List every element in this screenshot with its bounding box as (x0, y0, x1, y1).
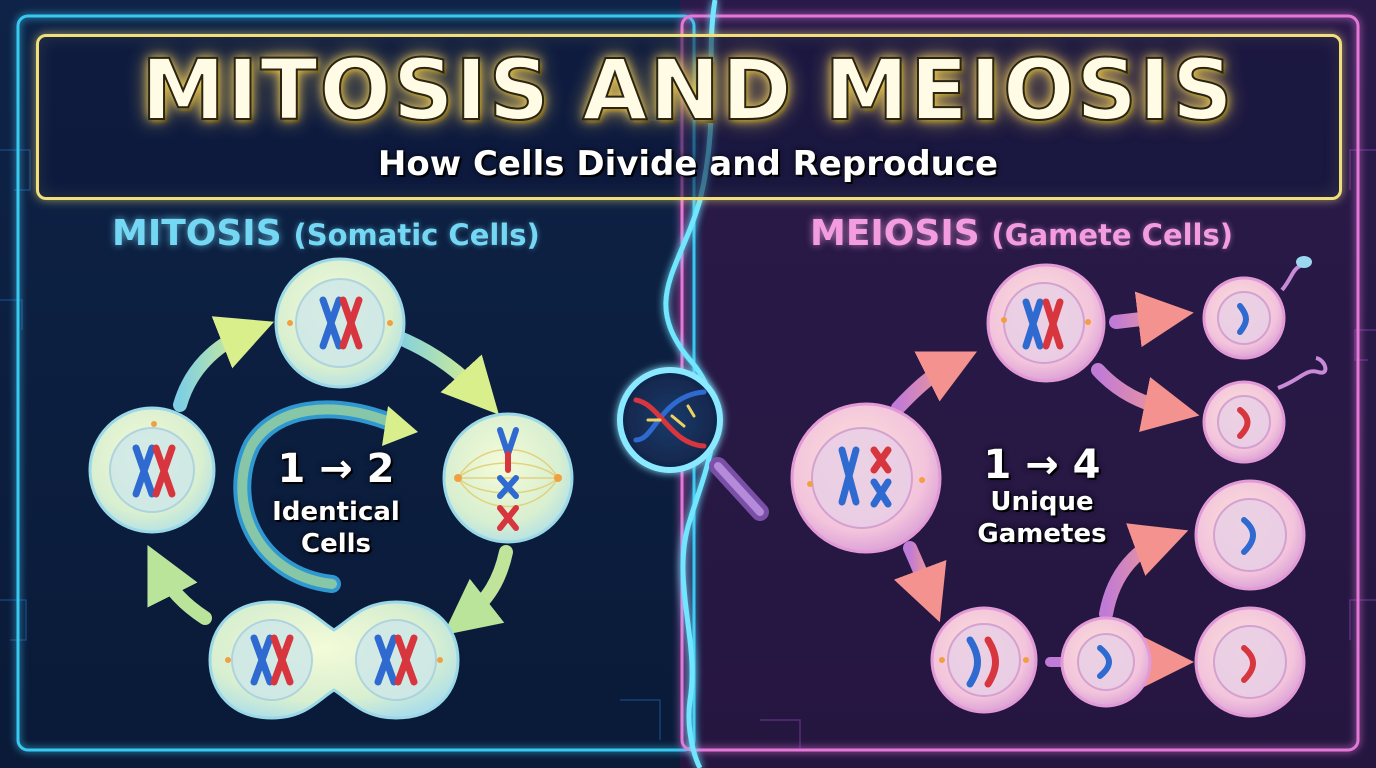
gamete-3 (1194, 479, 1306, 591)
cycle-arrow-4 (147, 544, 212, 625)
meiosis-arrow-gamete-1 (1109, 291, 1194, 348)
meiosis-ratio-label: 1 → 4 (983, 442, 1101, 488)
mitosis-ratio-label: 1 → 2 (277, 446, 395, 492)
cycle-arrow-2 (388, 329, 499, 415)
mitosis-result-line2: Cells (300, 529, 371, 559)
mitosis-cell-top (274, 257, 406, 389)
mitosis-result-line1: Identical (272, 497, 400, 527)
gamete-4 (1194, 606, 1306, 718)
meiosis-heading-main: MEIOSIS (810, 213, 980, 254)
meiosis-cell-top (986, 263, 1106, 383)
mitosis-cycle-arrows (147, 316, 513, 636)
mitosis-heading: MITOSIS (Somatic Cells) (112, 212, 540, 257)
meiosis-arrow-gamete-3 (1099, 523, 1189, 621)
meiosis-arrows (891, 291, 1200, 690)
mitosis-cell-right (442, 412, 574, 544)
meiosis-result-line1: Unique (990, 487, 1094, 517)
meiosis-result-line2: Gametes (977, 519, 1107, 549)
mitosis-result-label: Identical Cells (246, 496, 426, 560)
mitosis-heading-sub: (Somatic Cells) (293, 218, 540, 252)
chromosome-blue (319, 296, 343, 350)
meiosis-heading-sub: (Gamete Cells) (991, 218, 1234, 252)
gamete-1 (1202, 256, 1312, 360)
mitosis-cell-dividing (208, 600, 460, 720)
meiosis-cell-bottom-left (930, 606, 1038, 714)
meiosis-arrow-gamete-2 (1091, 363, 1200, 432)
circuit-pattern-right (760, 149, 1376, 748)
meiosis-result-label: Unique Gametes (942, 486, 1142, 550)
mitosis-cell-left (88, 406, 216, 534)
title-banner (36, 34, 1342, 200)
meiosis-arrow-down (893, 541, 947, 623)
page-subtitle: How Cells Divide and Reproduce (377, 144, 999, 184)
dna-helix-icon (633, 389, 707, 449)
meiosis-arrow-up (891, 351, 978, 415)
magnifying-glass-icon (617, 367, 769, 521)
mitosis-heading-main: MITOSIS (112, 213, 282, 254)
chromosome-red (339, 296, 363, 350)
meiosis-heading: MEIOSIS (Gamete Cells) (810, 212, 1233, 257)
meiosis-parent-cell (790, 402, 942, 554)
meiosis-cell-bottom-middle (1060, 616, 1152, 708)
inner-cycle-arrowhead (382, 406, 418, 446)
cycle-arrow-1 (173, 316, 275, 412)
cycle-arrow-3 (442, 545, 513, 636)
page-title: MITOSIS AND MEIOSIS (140, 41, 1235, 139)
gamete-2 (1202, 356, 1328, 464)
